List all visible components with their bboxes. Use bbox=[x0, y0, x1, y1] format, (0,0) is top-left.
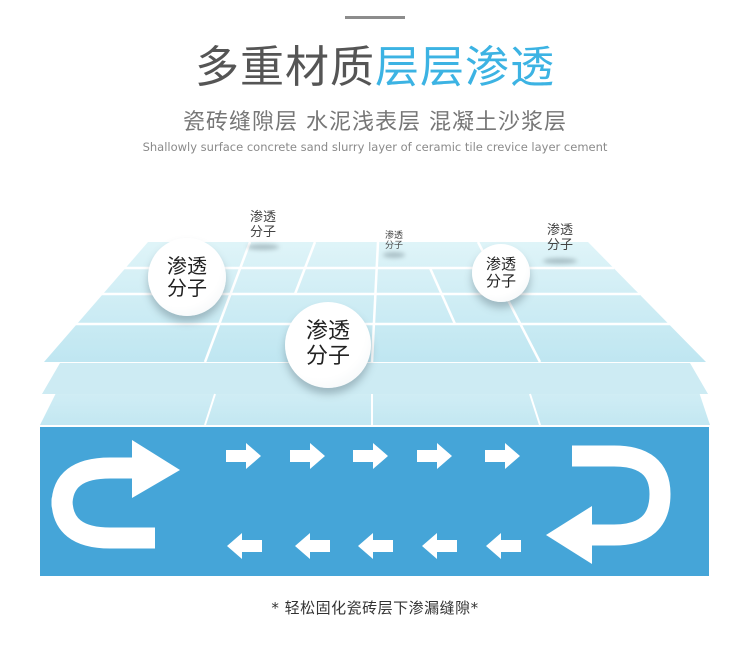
flow-arrows-left bbox=[227, 533, 521, 559]
arrow-right-icon bbox=[290, 443, 325, 469]
footnote: * 轻松固化瓷砖层下渗漏缝隙* bbox=[271, 599, 479, 617]
u-turn-arrow-right-icon bbox=[546, 445, 671, 564]
arrow-right-icon bbox=[353, 443, 388, 469]
arrow-left-icon bbox=[486, 533, 521, 559]
title-blue-part: 层层渗透 bbox=[375, 42, 555, 93]
page-title: 多重材质层层渗透 bbox=[0, 40, 750, 96]
flow-arrows-right bbox=[226, 443, 520, 469]
penetrant-molecule-tiny: 渗透 分子 bbox=[378, 228, 410, 254]
title-dark-part: 多重材质 bbox=[195, 42, 375, 93]
arrow-right-icon bbox=[226, 443, 261, 469]
penetrant-molecule-small: 渗透 分子 bbox=[536, 218, 584, 260]
page-subtitle: 瓷砖缝隙层 水泥浅表层 混凝土沙浆层 bbox=[183, 110, 567, 135]
english-caption: Shallowly surface concrete sand slurry l… bbox=[142, 140, 608, 154]
u-turn-arrow-left-icon bbox=[51, 440, 180, 549]
arrow-left-icon bbox=[227, 533, 262, 559]
arrow-right-icon bbox=[417, 443, 452, 469]
cement-layer bbox=[42, 363, 708, 394]
penetrant-molecule: 渗透 分子 bbox=[472, 244, 530, 302]
arrow-left-icon bbox=[295, 533, 330, 559]
penetrant-molecule: 渗透 分子 bbox=[285, 302, 371, 388]
layer-illustration bbox=[40, 241, 710, 576]
arrow-left-icon bbox=[358, 533, 393, 559]
penetrant-molecule-small: 渗透 分子 bbox=[240, 206, 286, 246]
top-divider bbox=[345, 16, 405, 19]
penetrant-molecule: 渗透 分子 bbox=[148, 238, 226, 316]
arrow-left-icon bbox=[422, 533, 457, 559]
arrow-right-icon bbox=[485, 443, 520, 469]
